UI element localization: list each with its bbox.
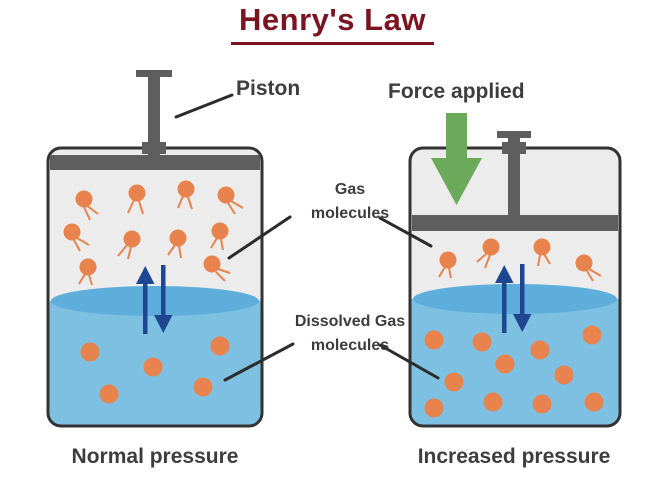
gas-molecule xyxy=(177,180,195,210)
container-increased-liquid xyxy=(410,299,620,426)
piston-increased-joint xyxy=(502,142,526,154)
dissolved-molecule xyxy=(210,336,230,356)
dissolved-molecule xyxy=(80,342,100,362)
dissolved-molecules-increased xyxy=(424,325,604,418)
caption-normal-pressure: Normal pressure xyxy=(71,445,239,468)
gas-molecule xyxy=(438,251,457,279)
gas-molecule xyxy=(78,258,97,286)
exchange-arrows-normal xyxy=(136,265,173,334)
label-gas-molecules-line1: Gas xyxy=(334,181,366,198)
piston-increased xyxy=(412,131,618,231)
piston-normal-joint xyxy=(142,142,166,154)
gas-molecule xyxy=(533,238,551,267)
dissolved-molecule xyxy=(99,384,119,404)
piston-normal xyxy=(50,70,260,170)
piston-increased-handle xyxy=(497,131,531,138)
label-force-applied: Force applied xyxy=(388,80,525,103)
container-increased-liquid-surface xyxy=(413,284,617,314)
gas-molecule xyxy=(476,238,500,269)
gas-molecule xyxy=(210,222,229,251)
container-increased-pressure xyxy=(408,113,622,428)
title-underline xyxy=(231,42,434,45)
dissolved-molecule xyxy=(472,332,492,352)
dissolved-molecule xyxy=(193,377,213,397)
leader-dissolved-left xyxy=(223,342,295,382)
dissolved-molecule xyxy=(424,330,444,350)
dissolved-molecule xyxy=(444,372,464,392)
gas-molecule xyxy=(575,254,602,282)
piston-normal-handle xyxy=(136,70,172,77)
gas-molecule xyxy=(127,184,146,215)
gas-molecule xyxy=(217,186,244,215)
dissolved-molecule xyxy=(532,394,552,414)
gas-molecules-normal xyxy=(63,180,244,286)
exchange-arrows-increased xyxy=(495,264,532,333)
gas-molecule xyxy=(203,255,231,282)
leader-gas-right xyxy=(378,216,433,248)
dissolved-molecule xyxy=(483,392,503,412)
gas-molecule xyxy=(75,190,99,221)
leader-lines xyxy=(174,93,440,382)
dissolved-molecules-normal xyxy=(80,336,230,404)
caption-increased-pressure: Increased pressure xyxy=(417,445,611,468)
dissolved-molecule xyxy=(584,392,604,412)
dissolved-molecule xyxy=(530,340,550,360)
container-normal-liquid-surface xyxy=(51,286,259,316)
piston-normal-plate xyxy=(50,155,260,170)
gas-molecule xyxy=(117,230,141,260)
dissolved-molecule xyxy=(495,354,515,374)
piston-normal-rod xyxy=(148,75,160,157)
leader-gas-left xyxy=(227,215,292,260)
leader-piston xyxy=(174,93,234,119)
gas-molecule xyxy=(63,223,90,252)
label-dissolved-line1: Dissolved Gas xyxy=(294,313,406,330)
label-dissolved-line2: molecules xyxy=(310,337,390,354)
gas-molecules-increased xyxy=(438,238,602,282)
diagram-title: Henry's Law xyxy=(239,2,426,37)
gas-molecule xyxy=(167,229,187,259)
leader-dissolved-right xyxy=(378,343,440,380)
dissolved-molecule xyxy=(554,365,574,385)
piston-increased-rod xyxy=(508,136,520,220)
label-piston: Piston xyxy=(236,77,301,100)
label-gas-molecules-line2: molecules xyxy=(310,205,390,222)
force-arrow xyxy=(431,113,482,205)
piston-increased-plate xyxy=(412,215,618,231)
dissolved-molecule xyxy=(143,357,163,377)
dissolved-molecule xyxy=(582,325,602,345)
container-normal-pressure xyxy=(46,70,264,428)
dissolved-molecule xyxy=(424,398,444,418)
